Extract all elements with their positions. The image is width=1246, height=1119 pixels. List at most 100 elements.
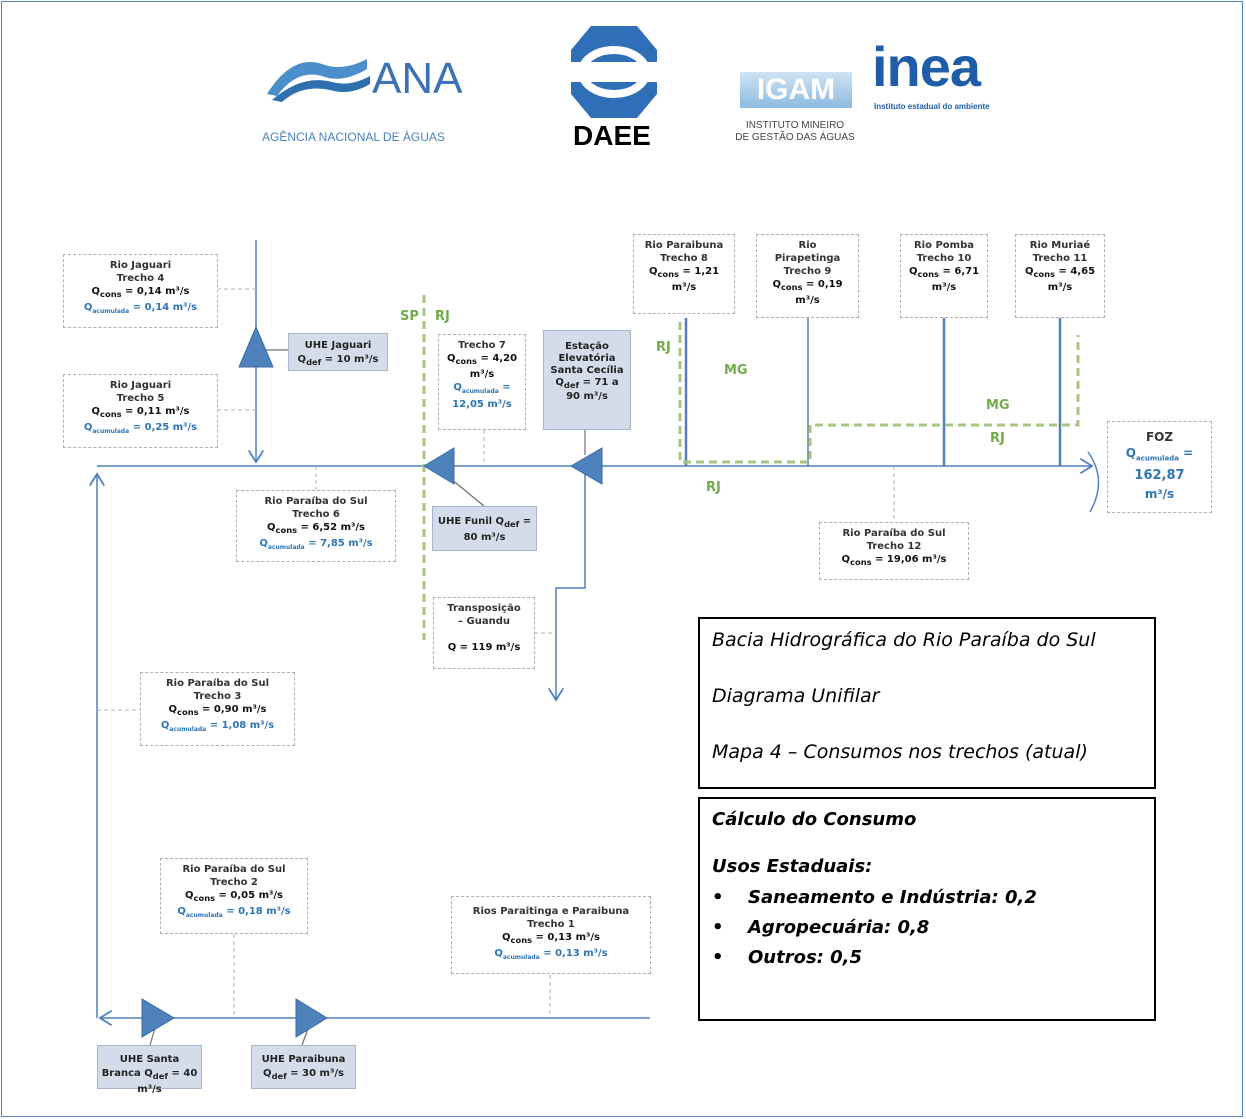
box-title: Rio Pomba [913,240,974,251]
box-trecho-2: Rio Paraíba do Sul Trecho 2 Qcons = 0,05… [160,858,308,934]
daee-name: DAEE [573,120,651,151]
accumulated-value: Qacumulada = 0,14 m³/s [83,302,198,315]
box-subtitle: Trecho 1 [527,919,575,930]
dam-santa-branca-icon [141,998,175,1038]
calc-subtitle: Usos Estaduais: [712,856,873,877]
uhe-flow: Qdef = 10 m³/s [297,354,379,367]
box-title: Transposição [447,603,521,614]
consumption-unit: m³/s [795,295,820,306]
box-trecho-11: Rio Muriaé Trecho 11 Qcons = 4,65 m³/s [1015,234,1105,318]
title-line-2: Diagrama Unifilar [712,685,880,707]
box-title: Rio Paraibuna [644,240,724,251]
station-line-2: Elevatória [558,353,616,364]
box-jaguari-trecho-5: Rio Jaguari Trecho 5 Qcons = 0,11 m³/s Q… [63,374,218,448]
title-line-1: Bacia Hidrográfica do Rio Paraíba do Sul [712,629,1096,651]
box-title: Rio Jaguari [109,260,172,271]
state-label-rj-2: RJ [656,340,671,355]
station-flow-2: 90 m³/s [566,391,608,402]
calc-item: •Saneamento e Indústria: 0,2 [712,887,1037,908]
accumulated-value: Qacumulada = 7,85 m³/s [259,538,373,551]
station-line-3: Santa [550,365,584,376]
inea-logo: inea Instituto estadual do ambiente [872,35,1022,120]
station-line-4: Cecília [586,365,624,376]
state-label-rj-1: RJ [435,309,450,324]
state-label-sp: SP [400,309,419,324]
state-label-mg-2: MG [986,398,1010,413]
calc-list: •Saneamento e Indústria: 0,2 •Agropecuár… [712,883,1142,973]
box-subtitle: Trecho 4 [116,273,165,284]
box-subtitle: Trecho 2 [210,877,258,888]
uhe-name: UHE Funil [437,516,493,527]
consumption-value: Qcons = 0,19 [772,279,843,292]
consumption-unit: m³/s [671,282,697,293]
consumption-value: Qcons = 1,21 [648,266,720,279]
uhe-flow: Qdef = 30 m³/s [263,1068,344,1081]
uhe-name: UHE Santa Branca [101,1054,180,1079]
state-label-rj-3: RJ [990,431,1005,446]
title-line-3: Mapa 4 – Consumos nos trechos (atual) [712,741,1088,763]
calc-item: •Outros: 0,5 [712,947,863,968]
consumption-value: Qcons = 0,90 m³/s [168,704,267,717]
consumption-value: Qcons = 0,05 m³/s [185,890,283,903]
title-box: Bacia Hidrográfica do Rio Paraíba do Sul… [698,617,1156,789]
box-title: Rios Paraitinga e Paraibuna [472,906,630,917]
consumption-value: Qcons = 0,14 m³/s [91,286,190,299]
box-title: Rio Paraíba do Sul [182,864,286,875]
uhe-funil: UHE Funil Qdef = 80 m³/s [432,506,537,551]
box-trecho-12: Rio Paraíba do Sul Trecho 12 Qcons = 19,… [819,522,969,580]
consumption-value: Qcons = 0,11 m³/s [91,406,190,419]
consumption-unit: m³/s [1047,282,1073,293]
igam-subtitle-2: DE GESTÃO DAS ÁGUAS [735,132,855,143]
igam-subtitle-1: INSTITUTO MINEIRO [745,120,845,131]
box-subtitle: Trecho 12 [866,541,922,552]
box-subtitle: – Guandu [458,616,510,627]
accumulated-value: Qacumulada = 1,08 m³/s [160,720,275,733]
accumulated-value: Qacumulada = [453,382,511,395]
consumption-value: Qcons = 4,65 [1024,266,1096,279]
igam-name: IGAM [740,72,852,108]
dam-icons [141,325,603,1038]
ana-subtitle: AGÊNCIA NACIONAL DE ÁGUAS [262,130,445,144]
station-line-1: Estação [565,341,609,352]
consumption-value: Qcons = 6,71 [908,266,980,279]
foz-value: 162,87 [1134,468,1185,484]
ana-name: ANA [372,54,463,103]
station-flow: Qdef = 71 a [555,377,619,390]
box-title: Trecho 7 [458,340,506,351]
accumulated-value-2: 12,05 m³/s [452,399,512,410]
box-jaguari-trecho-4: Rio Jaguari Trecho 4 Qcons = 0,14 m³/s Q… [63,254,218,328]
box-title: Rio Paraíba do Sul [264,496,368,507]
uhe-santa-branca: UHE Santa Branca Qdef = 40 m³/s [97,1045,202,1095]
box-subtitle: Trecho 5 [116,393,165,404]
guandu-diversion-line [556,466,586,700]
box-subtitle-2: Trecho 9 [783,266,832,277]
box-subtitle: Trecho 6 [292,509,340,520]
consumption-unit: m³/s [931,282,957,293]
daee-logo: DAEE [565,24,665,154]
box-trecho-8: Rio Paraibuna Trecho 8 Qcons = 1,21 m³/s [633,234,735,314]
foz-title: FOZ [1145,430,1174,444]
box-title: Rio Paraíba do Sul [165,678,270,689]
foz-curve [1087,451,1100,513]
dam-paraibuna-icon [295,998,328,1038]
uhe-flow: Qdef = 80 m³/s [463,516,532,543]
igam-logo: IGAM INSTITUTO MINEIRO DE GESTÃO DAS ÁGU… [720,60,870,150]
box-title: Rio Paraíba do Sul [842,528,946,539]
box-transposicao-guandu: Transposição – Guandu Q = 119 m³/s [433,597,535,669]
dam-funil-icon [423,447,455,485]
diversion-flow: Q = 119 m³/s [447,642,521,653]
box-subtitle: Trecho 11 [1032,253,1088,264]
box-subtitle: Trecho 3 [193,691,242,702]
state-label-rj-4: RJ [706,480,721,495]
state-label-mg-1: MG [724,363,748,378]
box-subtitle: Trecho 10 [916,253,972,264]
accumulated-value: Qacumulada = 0,25 m³/s [83,422,198,435]
accumulated-value: Qacumulada = 0,18 m³/s [177,906,291,919]
consumption-unit: m³/s [469,369,495,380]
ana-logo: ANA AGÊNCIA NACIONAL DE ÁGUAS [262,44,492,154]
state-borders [422,295,1080,640]
box-title: Rio Jaguari [109,380,172,391]
consumption-value: Qcons = 19,06 m³/s [841,554,947,567]
inea-subtitle: Instituto estadual do ambiente [874,102,990,111]
